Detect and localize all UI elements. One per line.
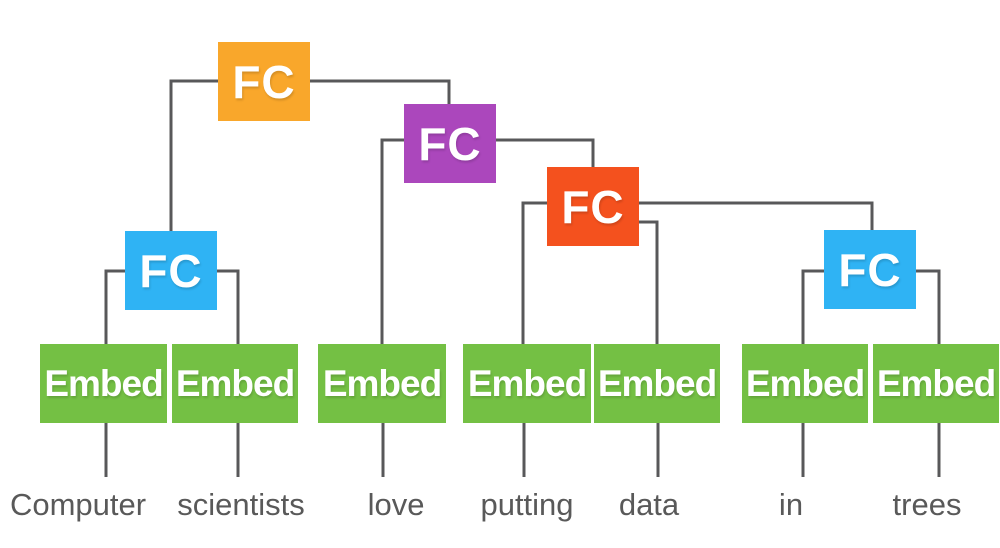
edge-lower-to-putting-embed <box>521 201 547 344</box>
fc-label: FC <box>838 243 902 296</box>
edge-lower-to-data-embed <box>638 220 659 344</box>
fc-node-mid: FC <box>404 104 496 183</box>
fc-label: FC <box>418 117 482 170</box>
embed-label: Embed <box>322 362 442 404</box>
edge-rightfc-to-embed-6 <box>801 269 824 344</box>
embed-node-5: Embed <box>594 344 720 423</box>
fc-label: FC <box>139 244 203 297</box>
word-label-2: scientists <box>177 487 305 522</box>
edge-rightfc-to-embed-7 <box>916 269 941 344</box>
embed-label: Embed <box>467 362 587 404</box>
embed-node-2: Embed <box>172 344 298 423</box>
fc-node-right-pair: FC <box>824 230 916 309</box>
fc-label: FC <box>561 180 625 233</box>
word-label-5: data <box>618 487 680 522</box>
embed-node-3: Embed <box>318 344 446 423</box>
edge-leftfc-to-embed-2 <box>217 269 240 344</box>
fc-label: FC <box>232 55 296 108</box>
embed-label: Embed <box>597 362 717 404</box>
embed-label: Embed <box>876 362 996 404</box>
embed-node-6: Embed <box>742 344 868 423</box>
embed-node-7: Embed <box>873 344 999 423</box>
word-label-7: trees <box>892 487 962 522</box>
word-label-1: Computer <box>9 487 147 522</box>
embed-node-1: Embed <box>40 344 167 423</box>
fc-node-root: FC <box>218 42 310 121</box>
embed-label: Embed <box>44 362 163 404</box>
fc-node-left-pair: FC <box>125 231 217 310</box>
embed-node-4: Embed <box>463 344 591 423</box>
embed-label: Embed <box>175 362 295 404</box>
embed-label: Embed <box>745 362 865 404</box>
edge-mid-to-love-embed <box>380 138 404 344</box>
edge-leftfc-to-embed-1 <box>104 269 125 344</box>
edge-lower-to-right-fc <box>638 201 874 230</box>
edge-root-to-mid-fc <box>310 79 451 104</box>
word-label-6: in <box>778 487 804 522</box>
fc-node-lower: FC <box>547 167 639 246</box>
word-label-3: love <box>367 487 425 522</box>
word-label-4: putting <box>480 487 574 522</box>
edge-mid-to-lower-fc <box>494 138 595 167</box>
edge-root-to-left-fc <box>169 79 218 231</box>
